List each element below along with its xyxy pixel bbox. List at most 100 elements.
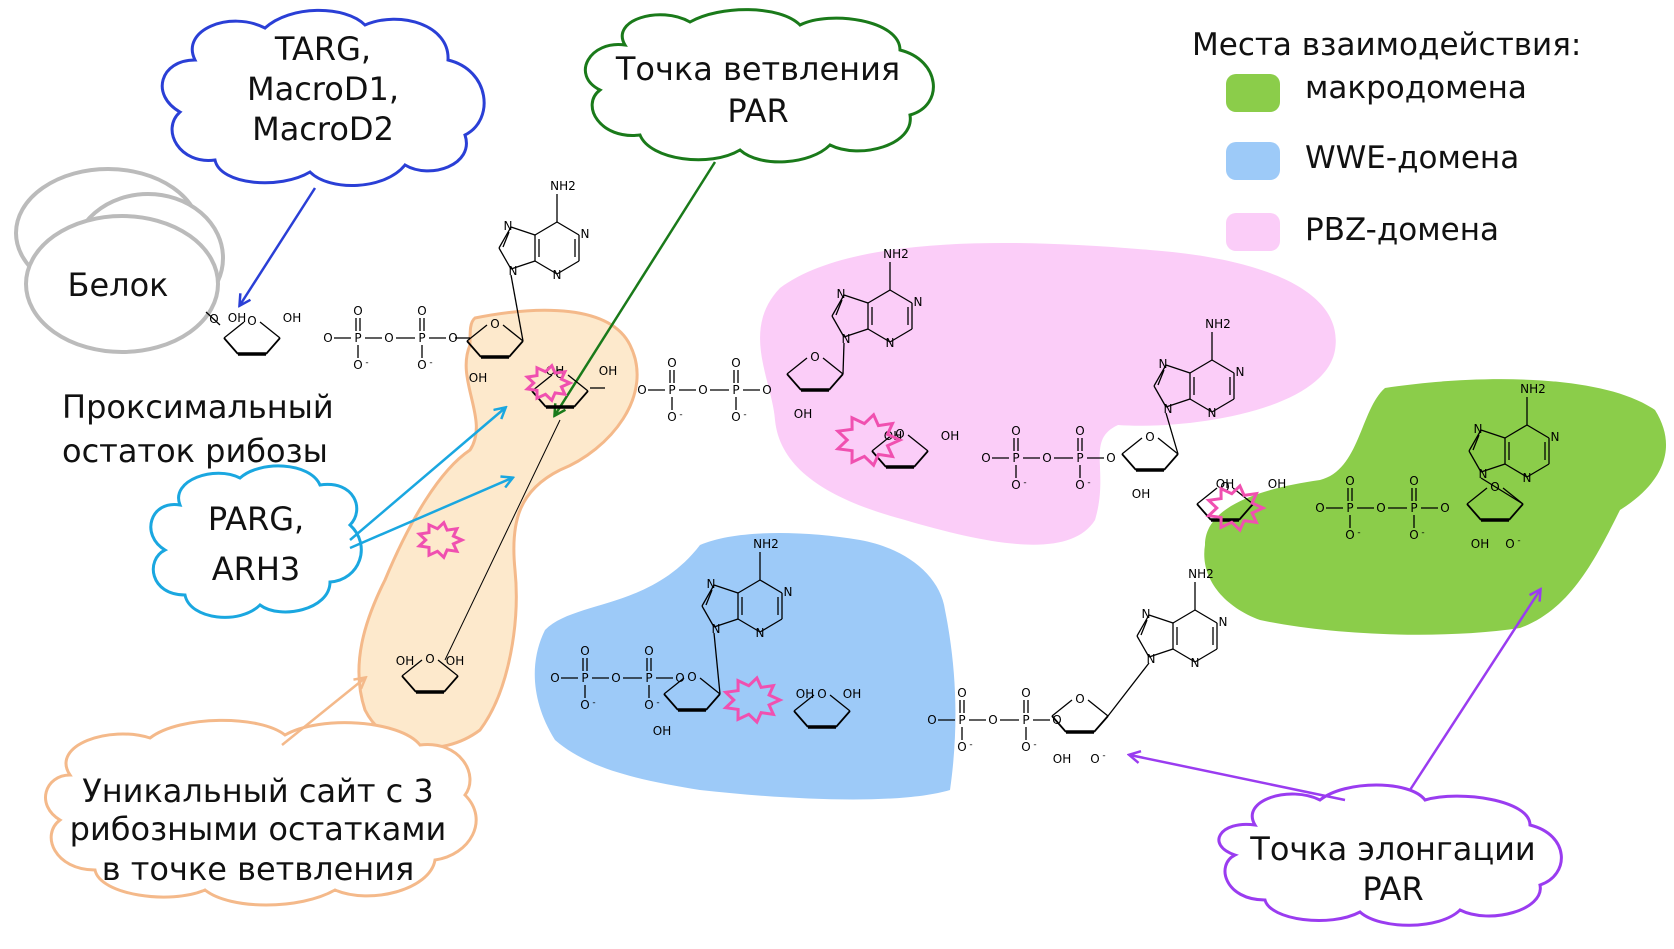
bond	[510, 226, 536, 236]
bond	[1157, 437, 1179, 455]
bond	[1526, 424, 1550, 439]
oxygen-label: O	[644, 698, 653, 712]
charge-label: -	[1023, 478, 1026, 488]
bond	[1189, 398, 1213, 413]
phosphorus-label: P	[1022, 713, 1029, 727]
oxygen-label: O	[1440, 501, 1449, 515]
nitrogen-label: N	[1142, 607, 1151, 621]
oxygen-label: O	[957, 740, 966, 754]
charge-label: -	[1087, 478, 1090, 488]
bond	[822, 357, 844, 375]
nitrogen-label: N	[1523, 471, 1532, 485]
bond	[1107, 662, 1150, 717]
nitrogen-label: N	[1191, 656, 1200, 670]
cleavage-site-marker	[415, 520, 466, 560]
phosphorus-label: P	[732, 383, 739, 397]
bond	[401, 659, 423, 677]
bond	[871, 434, 893, 452]
cleavage-site-marker	[523, 363, 574, 403]
oxygen-label: O	[1315, 501, 1324, 515]
nitrogen-label: N	[707, 577, 716, 591]
hydroxyl-label: OH	[843, 687, 861, 701]
bond	[531, 374, 553, 392]
arrow-unique-site	[281, 678, 365, 746]
oxygen-label: O	[611, 671, 620, 685]
cleavage-site-marker	[722, 675, 784, 725]
bond	[786, 357, 808, 375]
oxygen-label: O	[667, 356, 676, 370]
bond	[1504, 463, 1528, 478]
bond	[759, 579, 783, 594]
amino-group-label: NH2	[1520, 382, 1546, 396]
legend-label-pbz: PBZ-домена	[1305, 212, 1499, 248]
bond	[1087, 699, 1109, 717]
oxygen-label: O	[1052, 713, 1061, 727]
nitrogen-label: N	[1219, 615, 1228, 629]
arrow-parg-2	[349, 478, 512, 550]
bond	[1140, 619, 1148, 636]
bond	[1526, 463, 1550, 478]
charge-label: -	[1517, 536, 1520, 546]
hydroxyl-label: OH	[1471, 537, 1489, 551]
bond	[737, 618, 761, 633]
hydroxyl-label: OH	[653, 724, 671, 738]
nitrogen-label: N	[886, 336, 895, 350]
amino-group-label: NH2	[753, 537, 779, 551]
oxygen-label: O	[1409, 474, 1418, 488]
bond	[1093, 715, 1109, 733]
oxygen-label: O	[927, 713, 936, 727]
oxygen-label: O	[637, 383, 646, 397]
nitrogen-label: N	[1208, 406, 1217, 420]
bond	[1172, 648, 1196, 663]
nitrogen-label: N	[842, 332, 851, 346]
legend-swatch-macro	[1226, 74, 1280, 112]
oxygen-label: O	[550, 671, 559, 685]
bond	[1121, 437, 1143, 455]
nitrogen-label: N	[1164, 402, 1173, 416]
charge-label: -	[1102, 751, 1105, 761]
bond	[466, 340, 482, 358]
oxygen-label: O	[1106, 451, 1115, 465]
oxygen-label: O	[644, 644, 653, 658]
cloud-parg: PARG, ARH3	[149, 464, 363, 619]
bond	[508, 340, 524, 358]
bond	[1136, 635, 1150, 658]
bond	[1165, 398, 1191, 408]
bond	[1480, 477, 1524, 505]
bond	[871, 450, 887, 468]
bond	[502, 231, 510, 248]
ring-oxygen: O	[810, 350, 819, 364]
oxygen-label: O	[323, 331, 332, 345]
branch-site-region	[357, 308, 639, 749]
oxygen-label: O	[209, 312, 218, 326]
proximal-label-line-1: Проксимальный	[62, 388, 334, 426]
bond	[737, 579, 761, 594]
bond	[556, 221, 580, 236]
arrow-elongation-2	[1408, 590, 1540, 791]
phosphorus-label: P	[1012, 451, 1019, 465]
bond	[835, 299, 843, 316]
nitrogen-label: N	[914, 295, 923, 309]
amino-group-label: NH2	[1205, 317, 1231, 331]
bond	[1468, 450, 1482, 473]
bond	[705, 589, 713, 606]
legend-title: Места взаимодействия:	[1192, 27, 1581, 63]
oxygen-label: O	[988, 713, 997, 727]
bond	[259, 321, 281, 339]
charge-label: -	[365, 358, 368, 368]
cloud-targ: TARG, MacroD1, MacroD2	[160, 8, 486, 188]
bond	[1196, 487, 1218, 505]
bond	[223, 337, 239, 355]
oxygen-label: O	[981, 451, 990, 465]
charge-label: -	[1033, 740, 1036, 750]
cloud-parg-line-2: ARH3	[212, 550, 301, 588]
hydroxyl-label: OH	[1132, 487, 1150, 501]
phosphorus-label: P	[1076, 451, 1083, 465]
oxygen-label: O	[580, 644, 589, 658]
bond	[1153, 385, 1167, 408]
oxygen-label: O	[1011, 424, 1020, 438]
pbz-domain-region	[760, 242, 1336, 545]
ring-oxygen: O	[817, 687, 826, 701]
